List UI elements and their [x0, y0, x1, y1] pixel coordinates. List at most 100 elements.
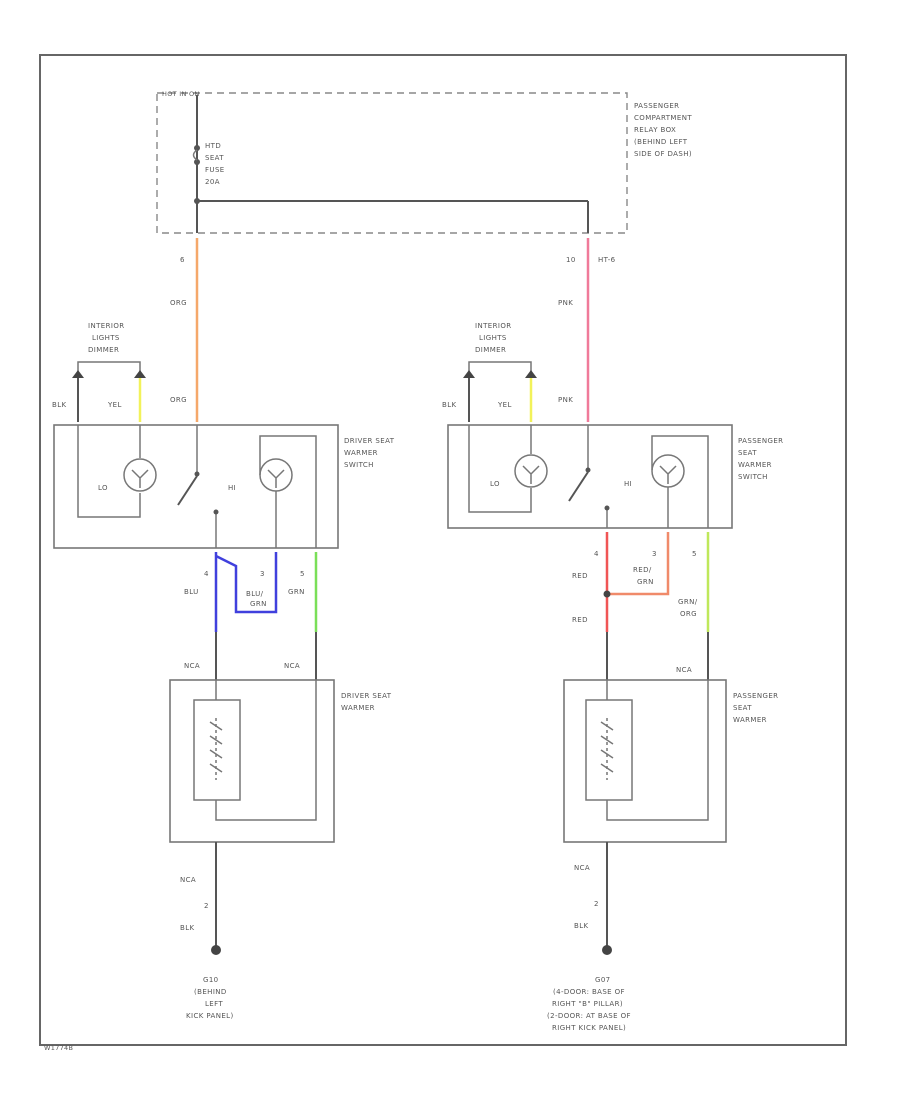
- svg-text:WARMER: WARMER: [344, 449, 378, 457]
- svg-text:DRIVER SEAT: DRIVER SEAT: [344, 437, 395, 445]
- driver-interior-lights-label: INTERIOR LIGHTS DIMMER: [88, 322, 125, 354]
- relay-pin-10: 10: [566, 256, 576, 264]
- driver-nca-bottom: NCA: [180, 876, 196, 884]
- driver-heater-icon: [209, 718, 223, 780]
- passenger-feed-wire-color-2: PNK: [558, 396, 573, 404]
- svg-text:INTERIOR: INTERIOR: [88, 322, 125, 330]
- driver-blu-label: BLU: [184, 588, 199, 596]
- svg-text:PASSENGER: PASSENGER: [733, 692, 778, 700]
- svg-text:HTD: HTD: [205, 142, 221, 150]
- svg-text:G07: G07: [595, 976, 611, 984]
- driver-feed-wire-color-2: ORG: [170, 396, 187, 404]
- driver-blk-label: BLK: [52, 401, 67, 409]
- passenger-switch-label: PASSENGER SEAT WARMER SWITCH: [738, 437, 783, 481]
- passenger-ground-point: [602, 945, 612, 955]
- svg-text:RIGHT "B" PILLAR): RIGHT "B" PILLAR): [552, 1000, 623, 1008]
- driver-warmer-label: DRIVER SEAT WARMER: [341, 692, 391, 712]
- relay-pin-10-connector: HT-6: [598, 256, 616, 264]
- passenger-hi-label: HI: [624, 480, 632, 488]
- svg-text:WARMER: WARMER: [733, 716, 767, 724]
- passenger-pin-3: 3: [652, 550, 657, 558]
- passenger-warmer-label: PASSENGER SEAT WARMER: [733, 692, 778, 724]
- svg-text:DIMMER: DIMMER: [88, 346, 119, 354]
- passenger-pin-2: 2: [594, 900, 599, 908]
- relay-box-label: PASSENGER COMPARTMENT RELAY BOX (BEHIND …: [634, 102, 692, 158]
- passenger-red-label: RED: [572, 572, 588, 580]
- svg-text:KICK PANEL): KICK PANEL): [186, 1012, 234, 1020]
- svg-text:SWITCH: SWITCH: [344, 461, 374, 469]
- svg-text:COMPARTMENT: COMPARTMENT: [634, 114, 692, 122]
- passenger-blk-label: BLK: [442, 401, 457, 409]
- svg-text:LIGHTS: LIGHTS: [92, 334, 120, 342]
- svg-text:BLU/: BLU/: [246, 590, 264, 598]
- driver-ground-label: G10 (BEHIND LEFT KICK PANEL): [186, 976, 234, 1020]
- svg-text:FUSE: FUSE: [205, 166, 225, 174]
- svg-text:GRN: GRN: [250, 600, 267, 608]
- passenger-red-label-2: RED: [572, 616, 588, 624]
- hot-in-on-label: HOT IN ON: [162, 90, 200, 98]
- svg-text:LIGHTS: LIGHTS: [479, 334, 507, 342]
- driver-seat-warmer-switch: [53, 424, 339, 549]
- svg-text:SEAT: SEAT: [733, 704, 752, 712]
- passenger-grn-org-label: GRN/ ORG: [678, 598, 698, 618]
- driver-heater-element: [193, 699, 241, 801]
- svg-text:SWITCH: SWITCH: [738, 473, 768, 481]
- passenger-seat-warmer: [563, 679, 727, 843]
- svg-text:(BEHIND LEFT: (BEHIND LEFT: [634, 138, 688, 146]
- driver-grn-label: GRN: [288, 588, 305, 596]
- passenger-feed-wire-color: PNK: [558, 299, 573, 307]
- passenger-nca-bottom: NCA: [574, 864, 590, 872]
- passenger-pin-5: 5: [692, 550, 697, 558]
- svg-text:(BEHIND: (BEHIND: [194, 988, 227, 996]
- svg-text:RED/: RED/: [633, 566, 652, 574]
- driver-pin-4: 4: [204, 570, 209, 578]
- passenger-heater-icon: [600, 718, 614, 780]
- driver-pin-5: 5: [300, 570, 305, 578]
- relay-box-outline: [156, 92, 628, 234]
- fuse-label: HTD SEAT FUSE 20A: [205, 142, 225, 186]
- passenger-lo-lamp-icon: [514, 454, 548, 488]
- svg-text:DIMMER: DIMMER: [475, 346, 506, 354]
- svg-text:ORG: ORG: [680, 610, 697, 618]
- svg-text:PASSENGER: PASSENGER: [634, 102, 679, 110]
- driver-nca-right: NCA: [284, 662, 300, 670]
- svg-text:INTERIOR: INTERIOR: [475, 322, 512, 330]
- driver-nca-left: NCA: [184, 662, 200, 670]
- driver-pin-2: 2: [204, 902, 209, 910]
- passenger-heater-element: [585, 699, 633, 801]
- passenger-red-grn-wire: [607, 532, 670, 596]
- passenger-lo-label: LO: [490, 480, 500, 488]
- passenger-seat-warmer-switch: [447, 424, 733, 529]
- svg-text:GRN/: GRN/: [678, 598, 698, 606]
- passenger-hi-lamp-icon: [651, 454, 685, 488]
- svg-text:SEAT: SEAT: [205, 154, 224, 162]
- driver-blu-grn-wire: [215, 552, 278, 614]
- relay-pin-6: 6: [180, 256, 185, 264]
- svg-text:G10: G10: [203, 976, 219, 984]
- passenger-yel-label: YEL: [497, 401, 512, 409]
- svg-text:(4-DOOR: BASE OF: (4-DOOR: BASE OF: [553, 988, 625, 996]
- driver-blk-bottom: BLK: [180, 924, 195, 932]
- driver-switch-label: DRIVER SEAT WARMER SWITCH: [344, 437, 395, 469]
- driver-lo-lamp-icon: [123, 458, 157, 492]
- driver-feed-wire-color: ORG: [170, 299, 187, 307]
- svg-text:WARMER: WARMER: [738, 461, 772, 469]
- passenger-blk-bottom: BLK: [574, 922, 589, 930]
- diagram-frame: [39, 54, 847, 1046]
- passenger-ground-label: G07 (4-DOOR: BASE OF RIGHT "B" PILLAR) (…: [547, 976, 631, 1032]
- driver-seat-warmer: [169, 679, 335, 843]
- passenger-red-grn-label: RED/ GRN: [633, 566, 654, 586]
- driver-blu-grn-label: BLU/ GRN: [246, 590, 267, 608]
- passenger-interior-lights-label: INTERIOR LIGHTS DIMMER: [475, 322, 512, 354]
- driver-yel-label: YEL: [107, 401, 122, 409]
- svg-text:SEAT: SEAT: [738, 449, 757, 457]
- driver-hi-lamp-icon: [259, 458, 293, 492]
- svg-text:RELAY BOX: RELAY BOX: [634, 126, 676, 134]
- fuse-icon: [192, 145, 200, 165]
- svg-text:20A: 20A: [205, 178, 220, 186]
- driver-switch-blade: [177, 475, 198, 506]
- passenger-nca-right: NCA: [676, 666, 692, 674]
- svg-text:LEFT: LEFT: [205, 1000, 223, 1008]
- svg-text:GRN: GRN: [637, 578, 654, 586]
